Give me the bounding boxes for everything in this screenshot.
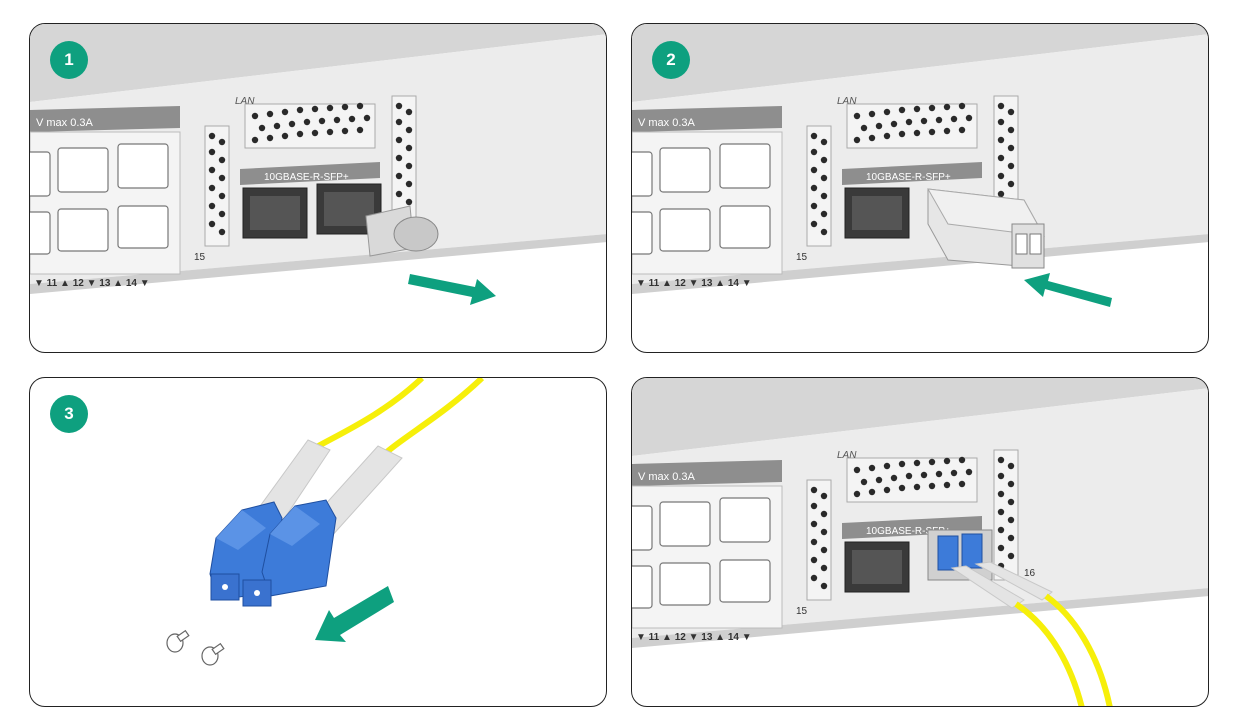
step-2-badge: 2 [652,41,690,79]
step-1-badge: 1 [50,41,88,79]
port-numbers: ▼ 11 ▲ 12 ▼ 13 ▲ 14 ▼ [636,278,752,289]
step-2-panel: 2 V max 0.3A ▼ 11 ▲ 12 ▼ 13 ▲ 14 ▼ [631,23,1209,353]
lan-label: LAN [235,96,255,107]
pull-arrow-icon [315,586,394,642]
pull-out-arrow-icon [408,274,496,305]
port-15-label: 15 [796,252,808,263]
step-3-illustration [166,378,485,666]
sfp-label: 10GBASE-R-SFP+ [866,526,951,537]
power-label: V max 0.3A [638,471,696,483]
lan-label: LAN [837,450,857,461]
step-4-illustration: V max 0.3A ▼ 11 ▲ 12 ▼ 13 ▲ 14 ▼ LAN 10 [632,378,1208,706]
step-3-badge: 3 [50,395,88,433]
port-numbers: ▼ 11 ▲ 12 ▼ 13 ▲ 14 ▼ [34,278,150,289]
step-2-illustration: V max 0.3A ▼ 11 ▲ 12 ▼ 13 ▲ 14 ▼ LAN 10 [632,24,1208,307]
port-numbers: ▼ 11 ▲ 12 ▼ 13 ▲ 14 ▼ [636,632,752,643]
lan-label: LAN [837,96,857,107]
step-1-illustration: V max 0.3A ▼ 11 ▲ 12 ▼ 13 ▲ 14 ▼ LAN [30,24,606,305]
sfp-label: 10GBASE-R-SFP+ [264,172,349,183]
power-label: V max 0.3A [36,117,94,129]
port-15-label: 15 [194,252,206,263]
step-1-panel: 1 V max 0.3A ▼ 11 ▲ 12 ▼ 13 ▲ 14 ▼ [29,23,607,353]
push-in-arrow-icon [1024,273,1112,307]
port-16-label: 16 [1024,568,1036,579]
step-3-panel: 3 [29,377,607,707]
lc-connector-right [242,499,337,607]
port-15-label: 15 [796,606,808,617]
step-4-panel: V max 0.3A ▼ 11 ▲ 12 ▼ 13 ▲ 14 ▼ LAN 10 [631,377,1209,707]
power-label: V max 0.3A [638,117,696,129]
dust-caps [166,629,225,666]
sfp-label: 10GBASE-R-SFP+ [866,172,951,183]
